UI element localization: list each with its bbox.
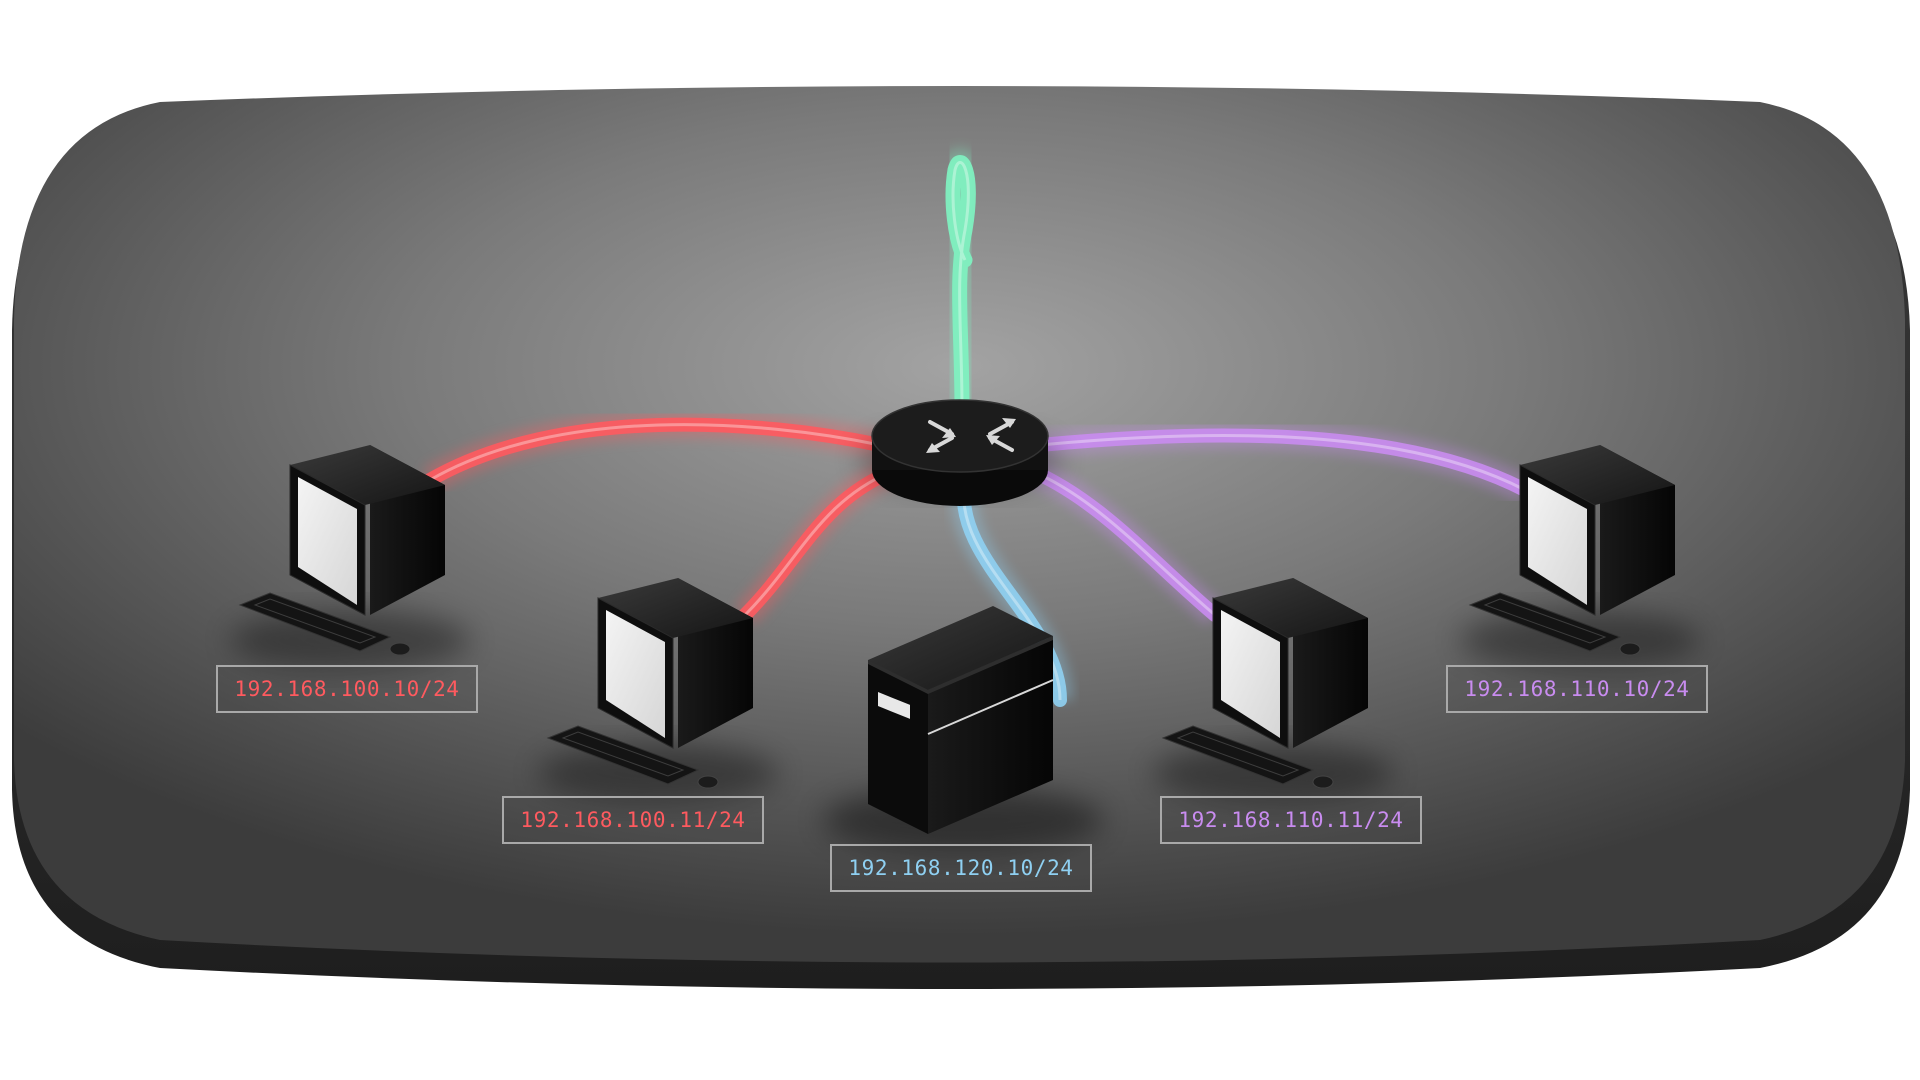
cables	[423, 148, 1532, 707]
cable-server	[950, 473, 1073, 707]
router	[860, 399, 1060, 506]
workstation-4	[1460, 445, 1700, 670]
ip-label-workstation-3: 192.168.110.11/24	[1160, 796, 1422, 844]
ip-label-workstation-1: 192.168.100.10/24	[216, 665, 478, 713]
screen	[1528, 477, 1587, 605]
ip-label-server: 192.168.120.10/24	[830, 844, 1092, 892]
screen	[606, 610, 665, 738]
cable-host-2	[735, 457, 902, 625]
cable-host-1	[423, 411, 887, 492]
cable-host-3	[1023, 458, 1224, 625]
ip-label-workstation-2: 192.168.100.11/24	[502, 796, 764, 844]
screen	[298, 477, 357, 605]
uplink-cable	[939, 148, 983, 418]
screen	[1221, 610, 1280, 738]
workstation-3	[1153, 578, 1393, 803]
workstation-2	[538, 578, 778, 803]
router-arrows-icon	[926, 418, 1016, 453]
ip-label-workstation-4: 192.168.110.10/24	[1446, 665, 1708, 713]
cable-host-4	[1033, 422, 1532, 502]
server	[823, 606, 1103, 854]
workstation-1	[230, 445, 470, 670]
drive-bay	[878, 692, 910, 719]
devices	[230, 445, 1700, 854]
